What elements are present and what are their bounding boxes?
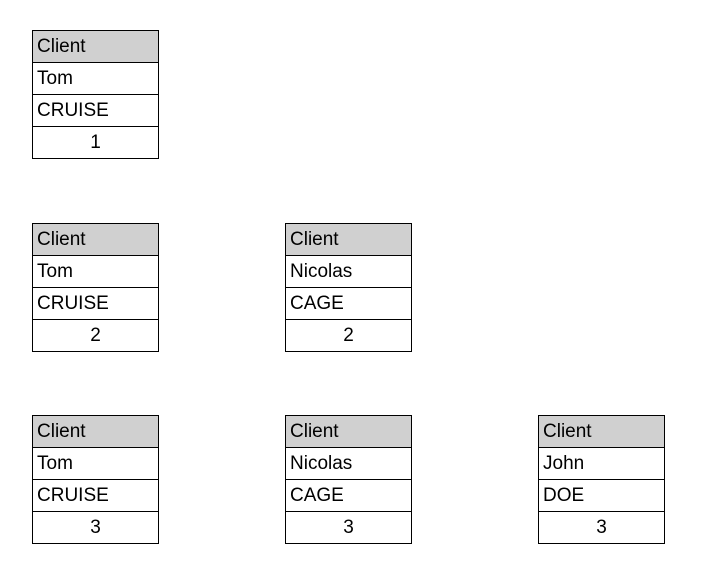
- client-first-name: Nicolas: [285, 255, 412, 288]
- client-card: Client Nicolas CAGE 3: [285, 415, 412, 544]
- client-header: Client: [538, 415, 665, 448]
- client-number: 2: [285, 319, 412, 352]
- client-first-name: John: [538, 447, 665, 480]
- client-card: Client Tom CRUISE 1: [32, 30, 159, 159]
- client-header: Client: [285, 223, 412, 256]
- client-card: Client John DOE 3: [538, 415, 665, 544]
- client-last-name: CRUISE: [32, 479, 159, 512]
- client-last-name: CRUISE: [32, 94, 159, 127]
- client-first-name: Tom: [32, 255, 159, 288]
- client-last-name: CAGE: [285, 479, 412, 512]
- client-header: Client: [32, 223, 159, 256]
- client-first-name: Nicolas: [285, 447, 412, 480]
- client-header: Client: [32, 30, 159, 63]
- client-number: 2: [32, 319, 159, 352]
- client-card: Client Tom CRUISE 2: [32, 223, 159, 352]
- client-header: Client: [32, 415, 159, 448]
- client-card: Client Nicolas CAGE 2: [285, 223, 412, 352]
- client-first-name: Tom: [32, 447, 159, 480]
- client-card: Client Tom CRUISE 3: [32, 415, 159, 544]
- client-number: 1: [32, 126, 159, 159]
- client-last-name: DOE: [538, 479, 665, 512]
- client-last-name: CRUISE: [32, 287, 159, 320]
- client-number: 3: [538, 511, 665, 544]
- client-last-name: CAGE: [285, 287, 412, 320]
- client-number: 3: [32, 511, 159, 544]
- client-number: 3: [285, 511, 412, 544]
- client-header: Client: [285, 415, 412, 448]
- client-first-name: Tom: [32, 62, 159, 95]
